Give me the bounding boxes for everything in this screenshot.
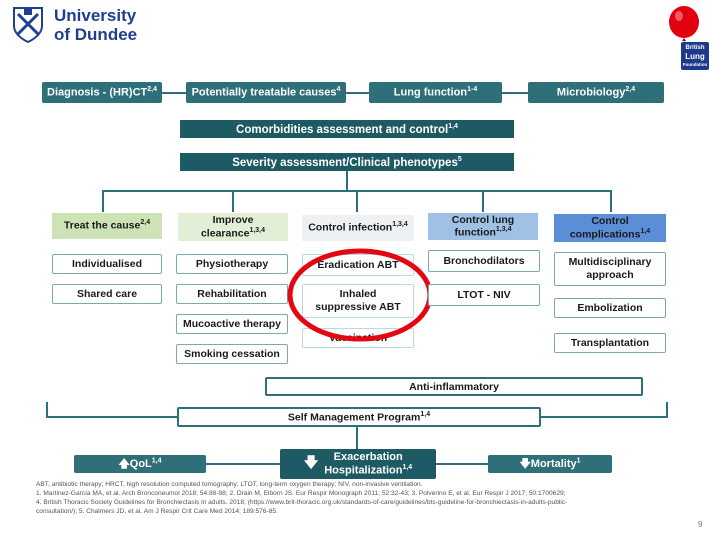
comorbidities-ref: 1,4 [448,122,458,130]
lung-function-label: Lung function [393,86,468,99]
qol-box: 🡅QoL1,4 [74,455,206,473]
control-lung-label-1: Control lung [451,213,515,226]
improve-label-1: Improve [212,214,254,227]
qol-label: QoL [129,457,152,470]
reference-abbreviations: ABT, antibiotic therapy; HRCT, high reso… [36,481,423,488]
university-name-line1: University [54,6,137,25]
comorbidities-box: Comorbidities assessment and control1,4 [180,120,514,138]
university-shield-icon [13,7,43,44]
control-comp-ref: 1,4 [640,227,651,235]
mucoactive-item: Mucoactive therapy [176,314,288,334]
severity-ref: 5 [457,155,462,163]
balloon-icon [669,6,709,70]
comorbidities-label: Comorbidities assessment and control [236,123,449,136]
blf-text-3: Foundation [682,62,708,67]
microbiology-label: Microbiology [556,86,626,99]
control-infection-ref: 1,3,4 [392,221,408,229]
exacerbation-ref: 1,4 [402,463,413,471]
treatable-causes-box: Potentially treatable causes4 [186,82,346,103]
severity-box: Severity assessment/Clinical phenotypes5 [180,153,514,171]
treatable-causes-label: Potentially treatable causes [191,86,337,99]
lung-function-ref: 1-4 [467,86,478,94]
multidisciplinary-label-1: Multidisciplinary [568,256,652,269]
physiotherapy-item: Physiotherapy [176,254,288,274]
control-complications-header: Control complications1,4 [554,214,666,242]
multidisciplinary-item: Multidisciplinary approach [554,252,666,286]
reference-line-1: 1. Martinez-García MA, et al. Arch Bronc… [36,489,566,497]
blf-logo: British Lung Foundation [664,4,710,74]
inhaled-label-1: Inhaled [339,288,377,301]
treatable-causes-ref: 4 [336,86,341,94]
diagnosis-label: Diagnosis - (HR)CT [47,86,148,99]
self-management-box: Self Management Program1,4 [177,407,541,427]
branch-1 [102,190,104,212]
ltot-niv-item: LTOT - NIV [428,284,540,306]
severity-label: Severity assessment/Clinical phenotypes [232,156,458,169]
bracket-right [666,402,668,417]
treat-cause-header: Treat the cause2,4 [52,213,162,239]
diagnosis-box: Diagnosis - (HR)CT2,4 [42,82,162,103]
anti-inflammatory-box: Anti-inflammatory [265,377,643,396]
improve-ref: 1,3,4 [249,226,266,234]
highlight-ellipse [287,248,433,342]
reference-line-3: consultation/); 5. Chalmers JD, et al. A… [36,507,278,515]
transplantation-item: Transplantation [554,333,666,353]
mortality-ref: 1 [576,456,581,464]
smoking-cessation-item: Smoking cessation [176,344,288,364]
exacerbation-arrow-down-icon: 🡇 [303,454,319,470]
inhaled-suppressive-item: Inhaled suppressive ABT [302,284,414,318]
lung-function-box: Lung function1-4 [369,82,502,103]
individualised-item: Individualised [52,254,162,274]
top-row-connector [160,92,540,94]
references-block: ABT, antibiotic therapy; HRCT, high reso… [36,481,686,529]
qol-arrow-up-icon: 🡅 [118,457,130,470]
mortality-label: Mortality [530,457,577,470]
shared-care-item: Shared care [52,284,162,304]
bracket-left [46,402,48,417]
control-infection-header: Control infection1,3,4 [302,215,414,241]
exacerbation-label-1: Exacerbation [333,451,403,464]
self-mgmt-down-line [356,427,358,449]
microbiology-ref: 2,4 [625,86,636,94]
inhaled-label-2: suppressive ABT [315,301,401,313]
control-comp-label-1: Control [591,215,629,228]
exacerbation-label-2: Hospitalization [324,464,403,477]
control-infection-label: Control infection [308,221,393,234]
severity-down-line [346,171,348,191]
reference-line-2: 4. British Thoracic Society Guidelines f… [36,498,568,506]
control-lung-ref: 1,3,4 [495,226,512,234]
improve-clearance-header: Improve clearance1,3,4 [178,213,288,241]
control-lung-label-2: function [454,226,496,239]
page-number: 9 [698,520,703,529]
blf-text-1: British [685,45,705,51]
branch-4 [482,190,484,212]
branch-3 [356,190,358,212]
eradication-item: Eradication ABT [302,254,414,276]
branch-5 [610,190,612,212]
diagnosis-ref: 2,4 [147,86,157,94]
self-management-ref: 1,4 [420,410,431,418]
bronchodilators-item: Bronchodilators [428,250,540,272]
university-logo: University of Dundee [12,6,162,46]
treat-cause-label: Treat the cause [63,219,141,232]
qol-ref: 1,4 [151,456,162,464]
mortality-arrow-down-icon: 🡇 [519,457,531,470]
control-comp-label-2: complications [569,228,641,241]
mortality-box: 🡇Mortality1 [488,455,612,473]
blf-text-2: Lung [685,52,705,61]
embolization-item: Embolization [554,298,666,318]
branch-2 [232,190,234,212]
exacerbation-box: 🡇 Exacerbation Hospitalization1,4 [280,449,436,479]
microbiology-box: Microbiology2,4 [528,82,664,103]
multidisciplinary-label-2: approach [586,269,634,281]
treat-cause-ref: 2,4 [140,219,151,227]
rehabilitation-item: Rehabilitation [176,284,288,304]
improve-label-2: clearance [200,227,250,240]
university-name-line2: of Dundee [54,25,138,44]
control-lung-header: Control lung function1,3,4 [428,213,538,240]
self-management-label: Self Management Program [287,411,421,424]
